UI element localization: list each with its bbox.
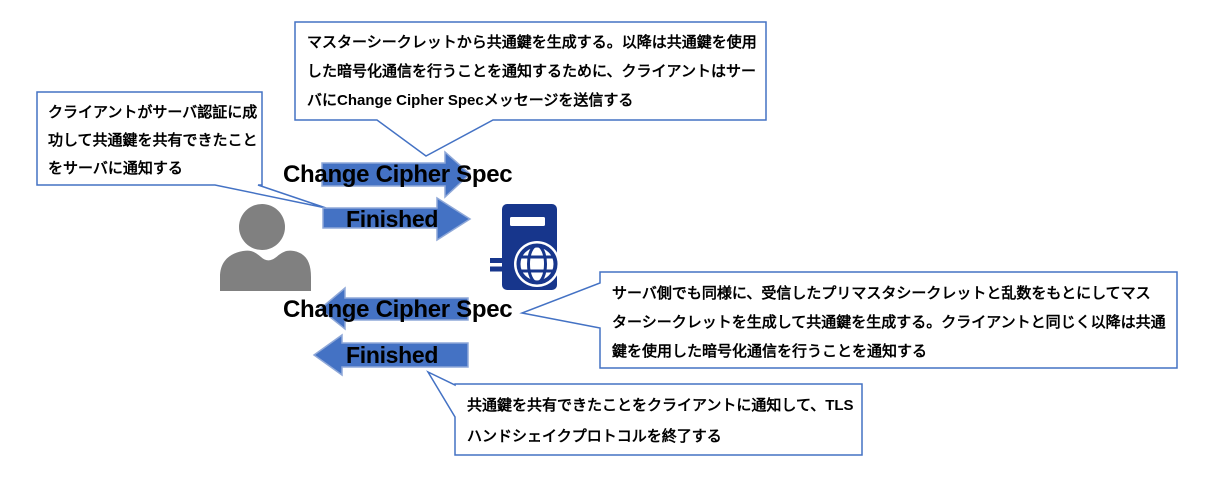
finished-left-arrow	[312, 333, 469, 377]
change-cipher-spec-right-arrow	[321, 150, 472, 199]
change-cipher-spec-left-arrow	[318, 286, 469, 331]
message-label-change-cipher-spec-server: Change Cipher Spec	[283, 296, 513, 323]
left-callout-text: クライアントがサーバ認証に成 功して共通鍵を共有できたこと をサーバに通知する	[48, 104, 258, 177]
server-globe-icon	[490, 204, 560, 290]
right-callout-text: サーバ側でも同様に、受信したプリマスタシークレットと乱数をもとにしてマス ターシ…	[612, 285, 1166, 360]
message-label-change-cipher-spec-client: Change Cipher Spec	[283, 161, 513, 188]
top-callout-bubble	[294, 21, 767, 157]
right-callout-bubble	[519, 271, 1178, 369]
person-icon	[220, 204, 311, 291]
message-label-finished-server: Finished	[346, 342, 439, 368]
message-label-finished-client: Finished	[346, 206, 439, 232]
top-callout-text: マスターシークレットから共通鍵を生成する。以降は共通鍵を使用 した暗号化通信を行…	[307, 34, 757, 109]
finished-right-arrow	[322, 196, 472, 242]
bottom-callout-bubble	[426, 370, 863, 456]
left-callout-bubble	[36, 91, 327, 209]
bottom-callout-text: 共通鍵を共有できたことをクライアントに通知して、TLS ハンドシェイクプロトコル…	[467, 397, 854, 445]
